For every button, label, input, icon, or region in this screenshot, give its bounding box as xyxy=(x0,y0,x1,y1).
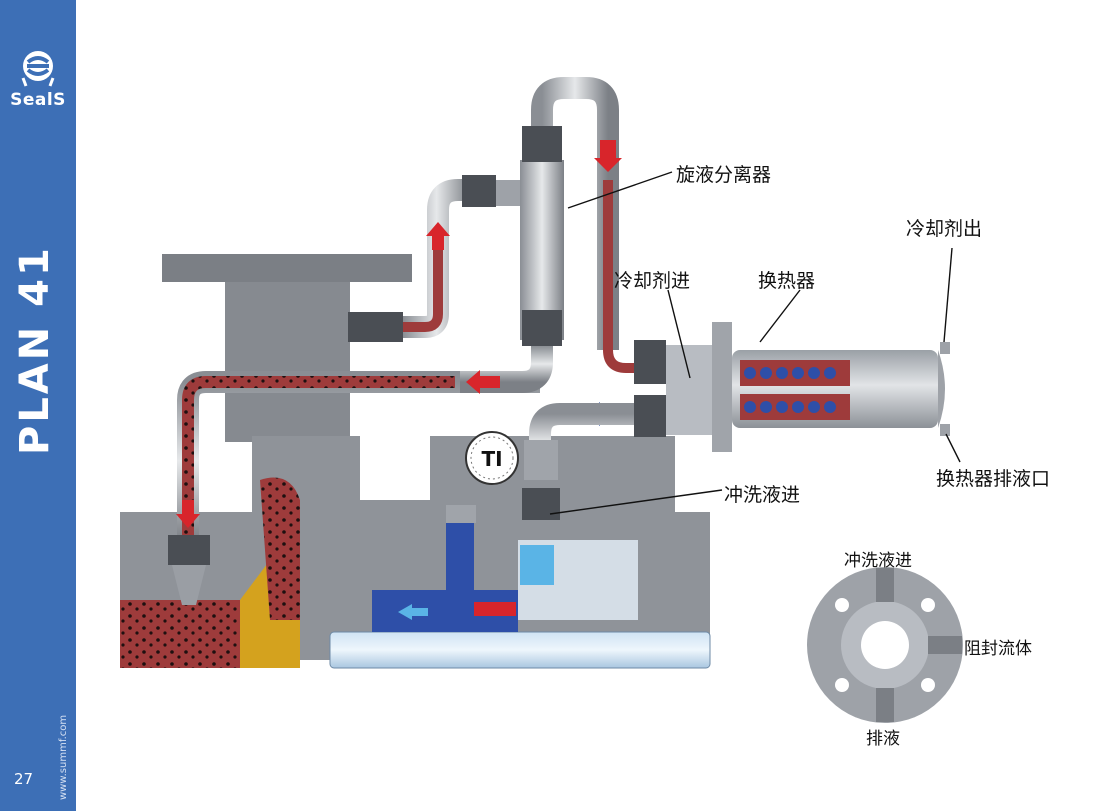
arrow-left-icon xyxy=(466,370,500,394)
seals-logo-icon xyxy=(21,51,55,87)
seals-logo: SealS xyxy=(6,48,70,110)
label-coolant-out: 冷却剂出 xyxy=(906,218,983,240)
detail-label-flush-in: 冲洗液进 xyxy=(844,551,912,571)
detail-label-barrier-fluid: 阻封流体 xyxy=(964,639,1032,659)
plan-title: PLAN 41 xyxy=(12,245,58,455)
label-heat-exchanger: 换热器 xyxy=(758,270,816,292)
pump-process-fluid xyxy=(120,600,240,668)
mechanical-seal xyxy=(372,520,638,632)
plan41-diagram: TI xyxy=(120,77,963,723)
cyclone-separator xyxy=(460,77,640,393)
sidebar: SealS PLAN 41 www.summf.com 27 xyxy=(0,0,76,811)
separator-inlet-pipe xyxy=(348,175,496,342)
shaft xyxy=(329,631,711,669)
leader-lines xyxy=(549,171,961,515)
logo-text: SealS xyxy=(10,90,66,110)
detail-label-drain: 排液 xyxy=(866,729,900,749)
gland-flange-detail xyxy=(807,567,963,723)
gauge-label: TI xyxy=(481,447,502,471)
process-fluid-pipe xyxy=(168,371,540,605)
arrow-down-icon xyxy=(176,500,200,528)
label-heat-exchanger-drain: 换热器排液口 xyxy=(936,468,1051,490)
label-coolant-in: 冷却剂进 xyxy=(614,270,691,292)
label-cyclone-separator: 旋液分离器 xyxy=(676,164,772,186)
temperature-gauge: TI xyxy=(465,431,519,485)
page-number: 27 xyxy=(14,770,34,788)
website-url: www.summf.com xyxy=(58,714,69,800)
heat-exchanger xyxy=(634,322,950,452)
label-flush-in: 冲洗液进 xyxy=(724,484,801,506)
arrow-down-icon xyxy=(594,140,622,172)
flush-pipe xyxy=(446,403,634,523)
arrow-up-icon xyxy=(426,222,450,250)
